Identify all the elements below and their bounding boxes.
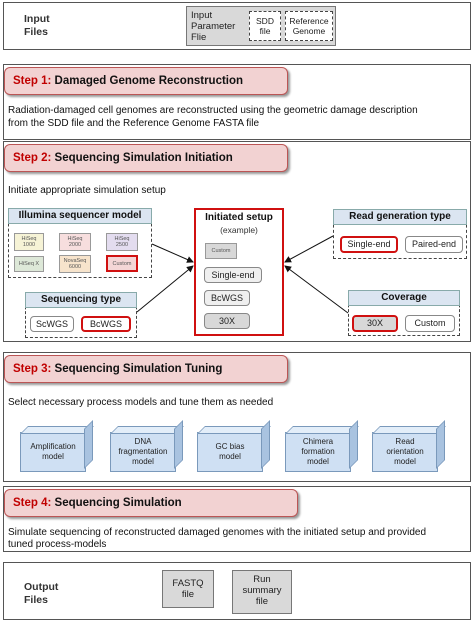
fastq-file-label: FASTQ file [172, 578, 204, 600]
read-generation-title: Read generation type [333, 209, 467, 225]
gc-bias-model: GC bias model [197, 432, 263, 472]
read-orientation-model-label: Read orientation model [386, 437, 424, 466]
fastq-file: FASTQ file [162, 570, 214, 608]
sequencing-type-title: Sequencing type [25, 292, 137, 308]
model-hiseq-2000: HiSeq 2000 [59, 233, 91, 251]
readgen-single-end: Single-end [340, 236, 398, 253]
seqtype-bcwgs: BcWGS [81, 316, 131, 332]
step1-description-line2: from the SDD file and the Reference Geno… [8, 118, 260, 129]
run-summary-file-label: Run summary file [242, 574, 282, 607]
initiated-single-end: Single-end [204, 267, 262, 283]
step1-number: Step 1: [13, 75, 52, 87]
sdd-file: SDD file [249, 11, 281, 41]
dna-fragmentation-model: DNA fragmentation model [110, 432, 176, 472]
run-summary-file: Run summary file [232, 570, 292, 614]
step3-description: Select necessary process models and tune… [8, 397, 274, 408]
chimera-formation-model: Chimera formation model [285, 432, 351, 472]
reference-genome-label: Reference Genome [289, 16, 329, 36]
output-files-label: Output Files [24, 581, 59, 606]
reference-genome-file: Reference Genome [285, 11, 333, 41]
read-orientation-model: Read orientation model [372, 432, 438, 472]
step4-banner: Step 4: Sequencing Simulation [4, 489, 298, 517]
model-hiseq-2500: HiSeq 2500 [106, 233, 138, 251]
model-novaseq-6000: NovaSeq 6000 [59, 255, 91, 273]
step3-title: Sequencing Simulation Tuning [54, 363, 223, 375]
amplification-model: Amplification model [20, 432, 86, 472]
step1-banner: Step 1: Damaged Genome Reconstruction [4, 67, 288, 95]
model-hiseq-x: HiSeq X [14, 256, 44, 272]
arrow-illumina-to-setup [151, 243, 194, 263]
gc-bias-model-label: GC bias model [215, 442, 245, 461]
coverage-30x: 30X [352, 315, 398, 332]
step4-number: Step 4: [13, 497, 52, 509]
input-files-label: Input Files [24, 13, 50, 38]
coverage-custom: Custom [405, 315, 455, 332]
step2-banner: Step 2: Sequencing Simulation Initiation [4, 144, 288, 172]
initiated-coverage: 30X [204, 313, 250, 329]
arrow-seqtype-to-setup [136, 265, 194, 313]
initiated-setup-subtitle: (example) [220, 225, 258, 235]
readgen-paired-end: Paired-end [405, 236, 463, 253]
initiated-custom-model: Custom [205, 243, 237, 259]
step4-description-line2: tuned process-models [8, 539, 107, 550]
sdd-file-label: SDD file [256, 16, 274, 36]
step2-number: Step 2: [13, 152, 52, 164]
initiated-bcwgs: BcWGS [204, 290, 250, 306]
step3-number: Step 3: [13, 363, 52, 375]
step2-description: Initiate appropriate simulation setup [8, 185, 166, 196]
input-parameter-file-label: Input Parameter Flie [191, 10, 236, 43]
step3-banner: Step 3: Sequencing Simulation Tuning [4, 355, 288, 383]
step1-description-line1: Radiation-damaged cell genomes are recon… [8, 105, 418, 116]
input-parameter-file: Input Parameter Flie SDD file Reference … [186, 6, 336, 46]
amplification-model-label: Amplification model [30, 442, 76, 461]
step4-description-line1: Simulate sequencing of reconstructed dam… [8, 527, 427, 538]
step4-title: Sequencing Simulation [54, 497, 182, 509]
chimera-formation-model-label: Chimera formation model [301, 437, 335, 466]
illumina-panel-title: Illumina sequencer model [8, 208, 152, 224]
arrow-readgen-to-setup [284, 235, 334, 263]
coverage-title: Coverage [348, 290, 460, 306]
seqtype-scwgs: ScWGS [30, 316, 74, 332]
dna-fragmentation-model-label: DNA fragmentation model [118, 437, 168, 466]
model-hiseq-1000: HiSeq 1000 [14, 233, 44, 251]
model-custom: Custom [106, 255, 138, 272]
initiated-setup-title: Initiated setup [205, 212, 273, 223]
arrow-coverage-to-setup [284, 265, 349, 314]
step1-title: Damaged Genome Reconstruction [54, 75, 244, 87]
step2-title: Sequencing Simulation Initiation [54, 152, 233, 164]
